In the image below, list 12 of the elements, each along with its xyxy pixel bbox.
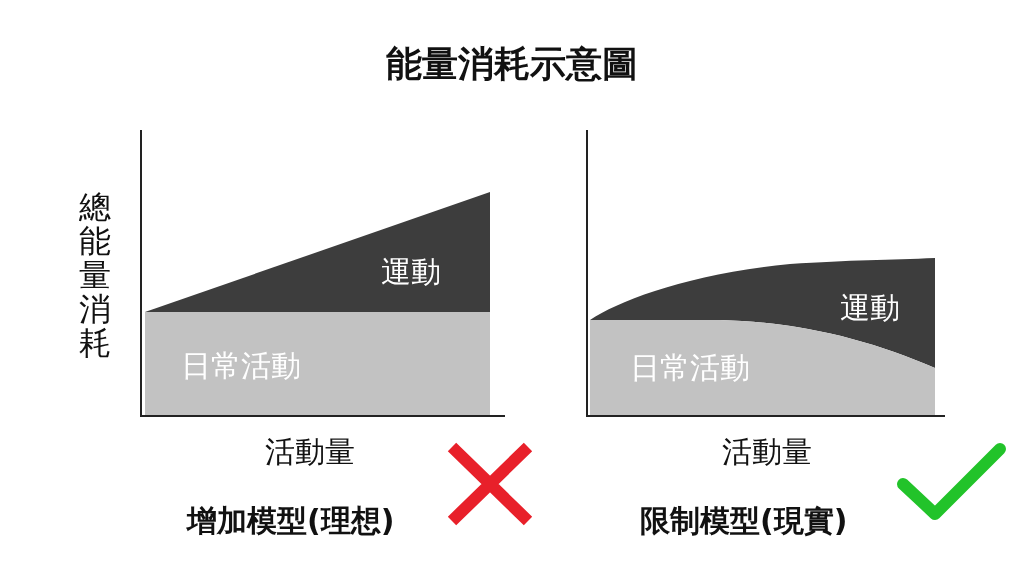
axis-title: 活動量 bbox=[265, 433, 355, 471]
axis-title: 總能量消耗 bbox=[78, 190, 112, 360]
axis-title: 活動量 bbox=[722, 433, 812, 471]
area-label: 運動 bbox=[840, 289, 900, 327]
chart-caption: 限制模型(現實) bbox=[640, 502, 848, 540]
area-label: 日常活動 bbox=[181, 347, 301, 385]
chart-caption: 增加模型(理想) bbox=[187, 502, 395, 540]
area-label: 日常活動 bbox=[630, 349, 750, 387]
area-label: 運動 bbox=[381, 253, 441, 291]
exercise-area bbox=[145, 190, 490, 313]
title: 能量消耗示意圖 bbox=[386, 42, 638, 86]
daily-activity-area bbox=[145, 312, 490, 415]
